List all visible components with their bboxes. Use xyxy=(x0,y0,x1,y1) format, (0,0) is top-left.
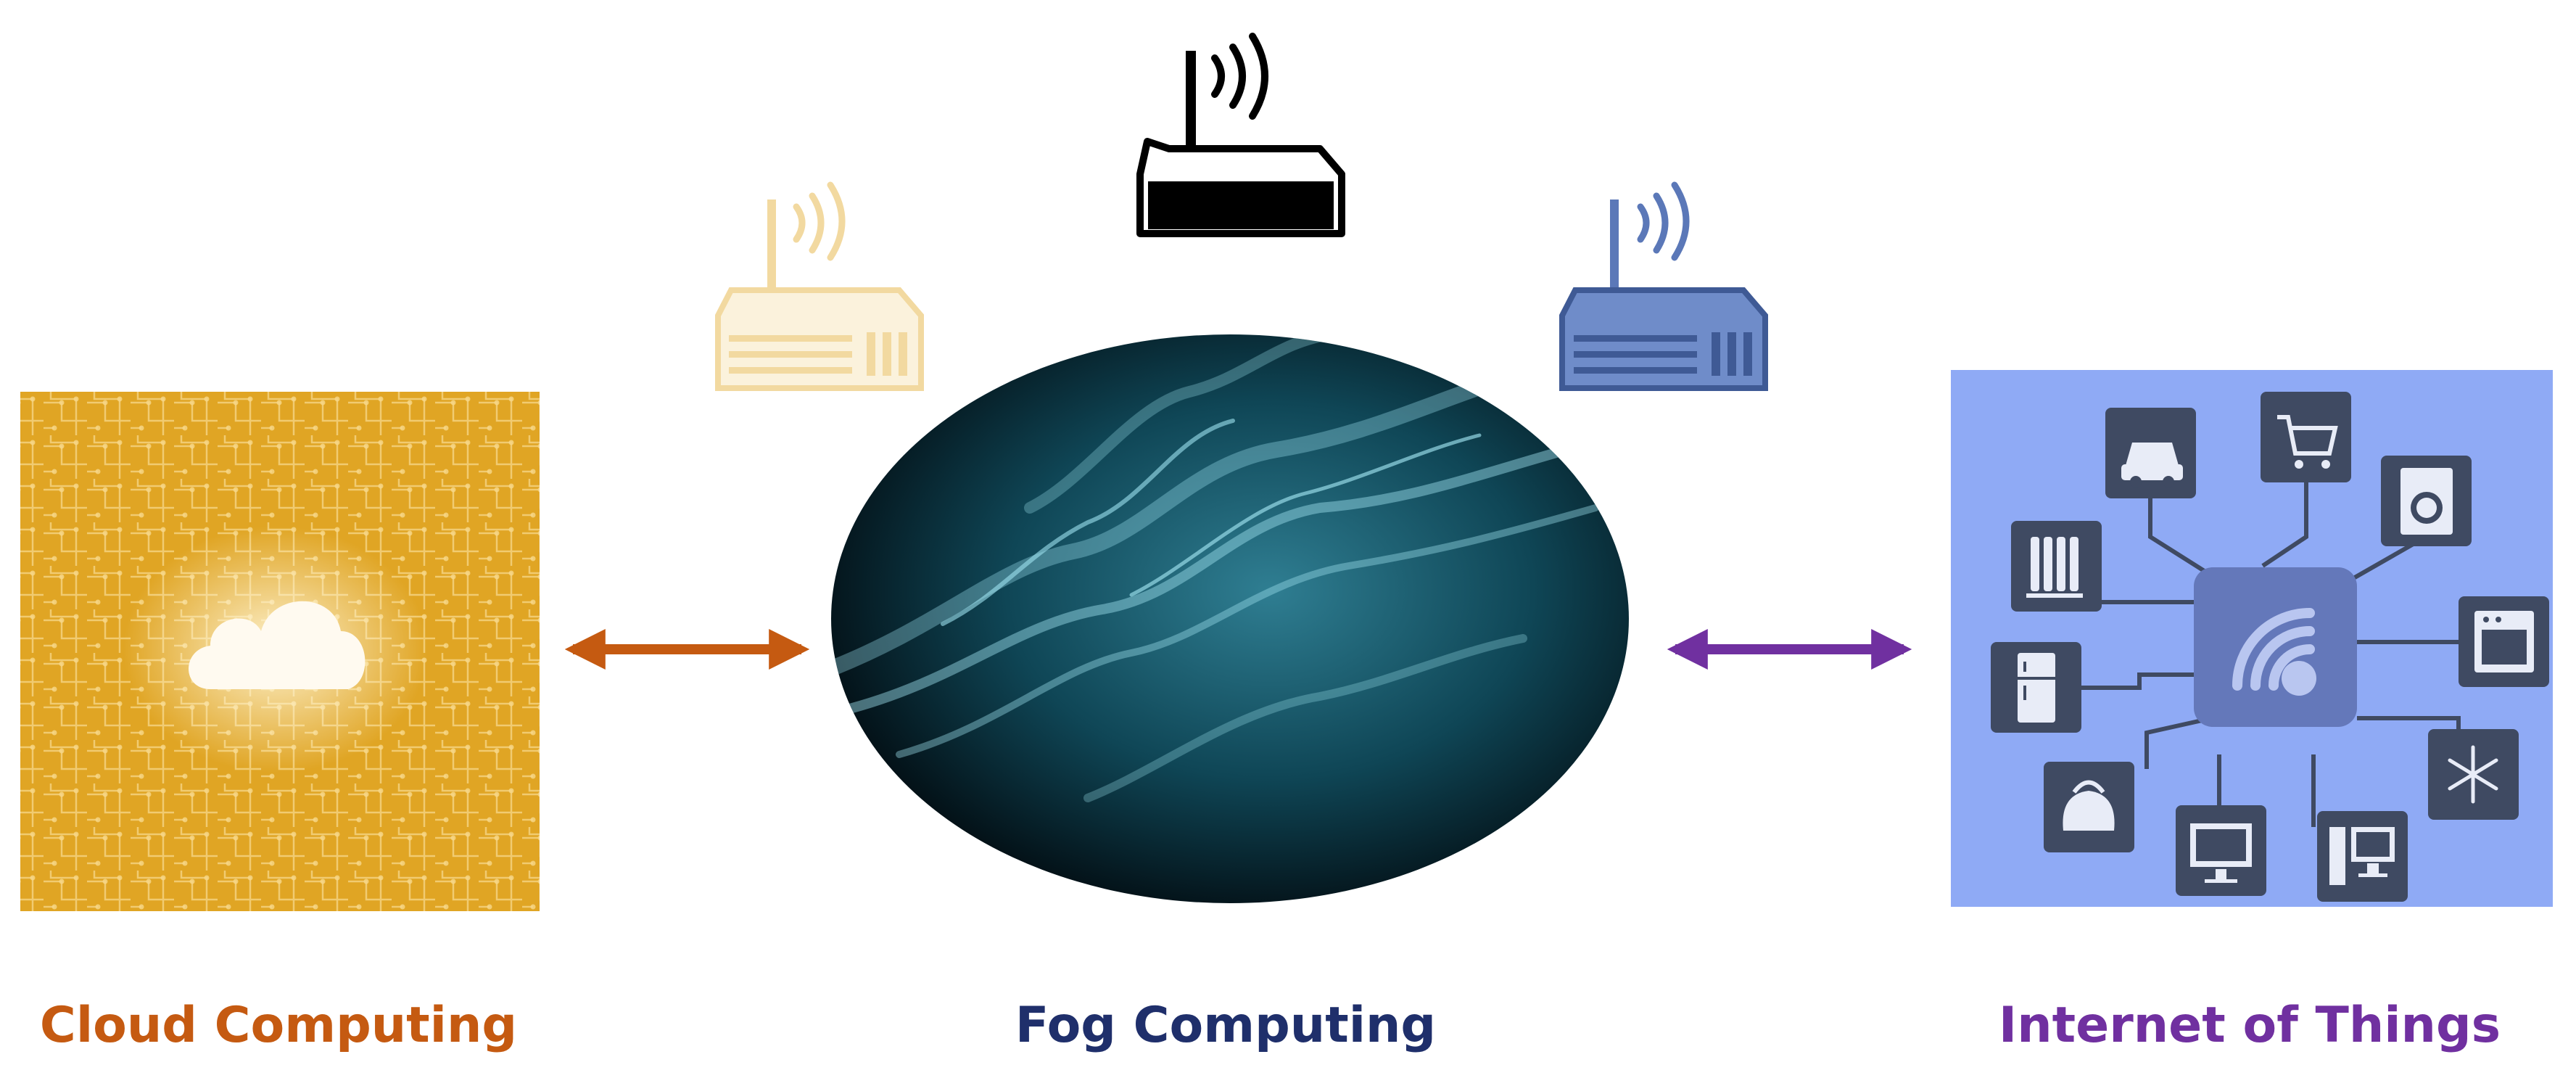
car-icon xyxy=(2105,408,2196,498)
internet-of-things-label: Internet of Things xyxy=(1998,997,2501,1054)
snowflake-icon xyxy=(2428,729,2519,820)
oven-icon xyxy=(2459,596,2549,687)
shopping-cart-icon xyxy=(2261,392,2351,482)
tv-icon xyxy=(2176,805,2266,896)
fridge-icon xyxy=(1991,642,2081,733)
iot-tile xyxy=(1951,370,2553,907)
radiator-icon xyxy=(2011,521,2102,612)
cloud-computing-label: Cloud Computing xyxy=(39,997,518,1054)
fog-computing-label: Fog Computing xyxy=(1015,997,1437,1054)
desktop-computer-icon xyxy=(2317,811,2408,902)
router-icon-left xyxy=(715,181,924,391)
router-icon-right xyxy=(1559,181,1768,391)
router-icon-center xyxy=(1136,33,1345,237)
cloud-computing-tile xyxy=(20,392,540,911)
wifi-icon xyxy=(2194,567,2357,727)
kettle-icon xyxy=(2044,762,2134,852)
washing-machine-icon xyxy=(2381,456,2472,546)
cloud-icon xyxy=(189,601,366,689)
fog-image xyxy=(831,334,1629,903)
